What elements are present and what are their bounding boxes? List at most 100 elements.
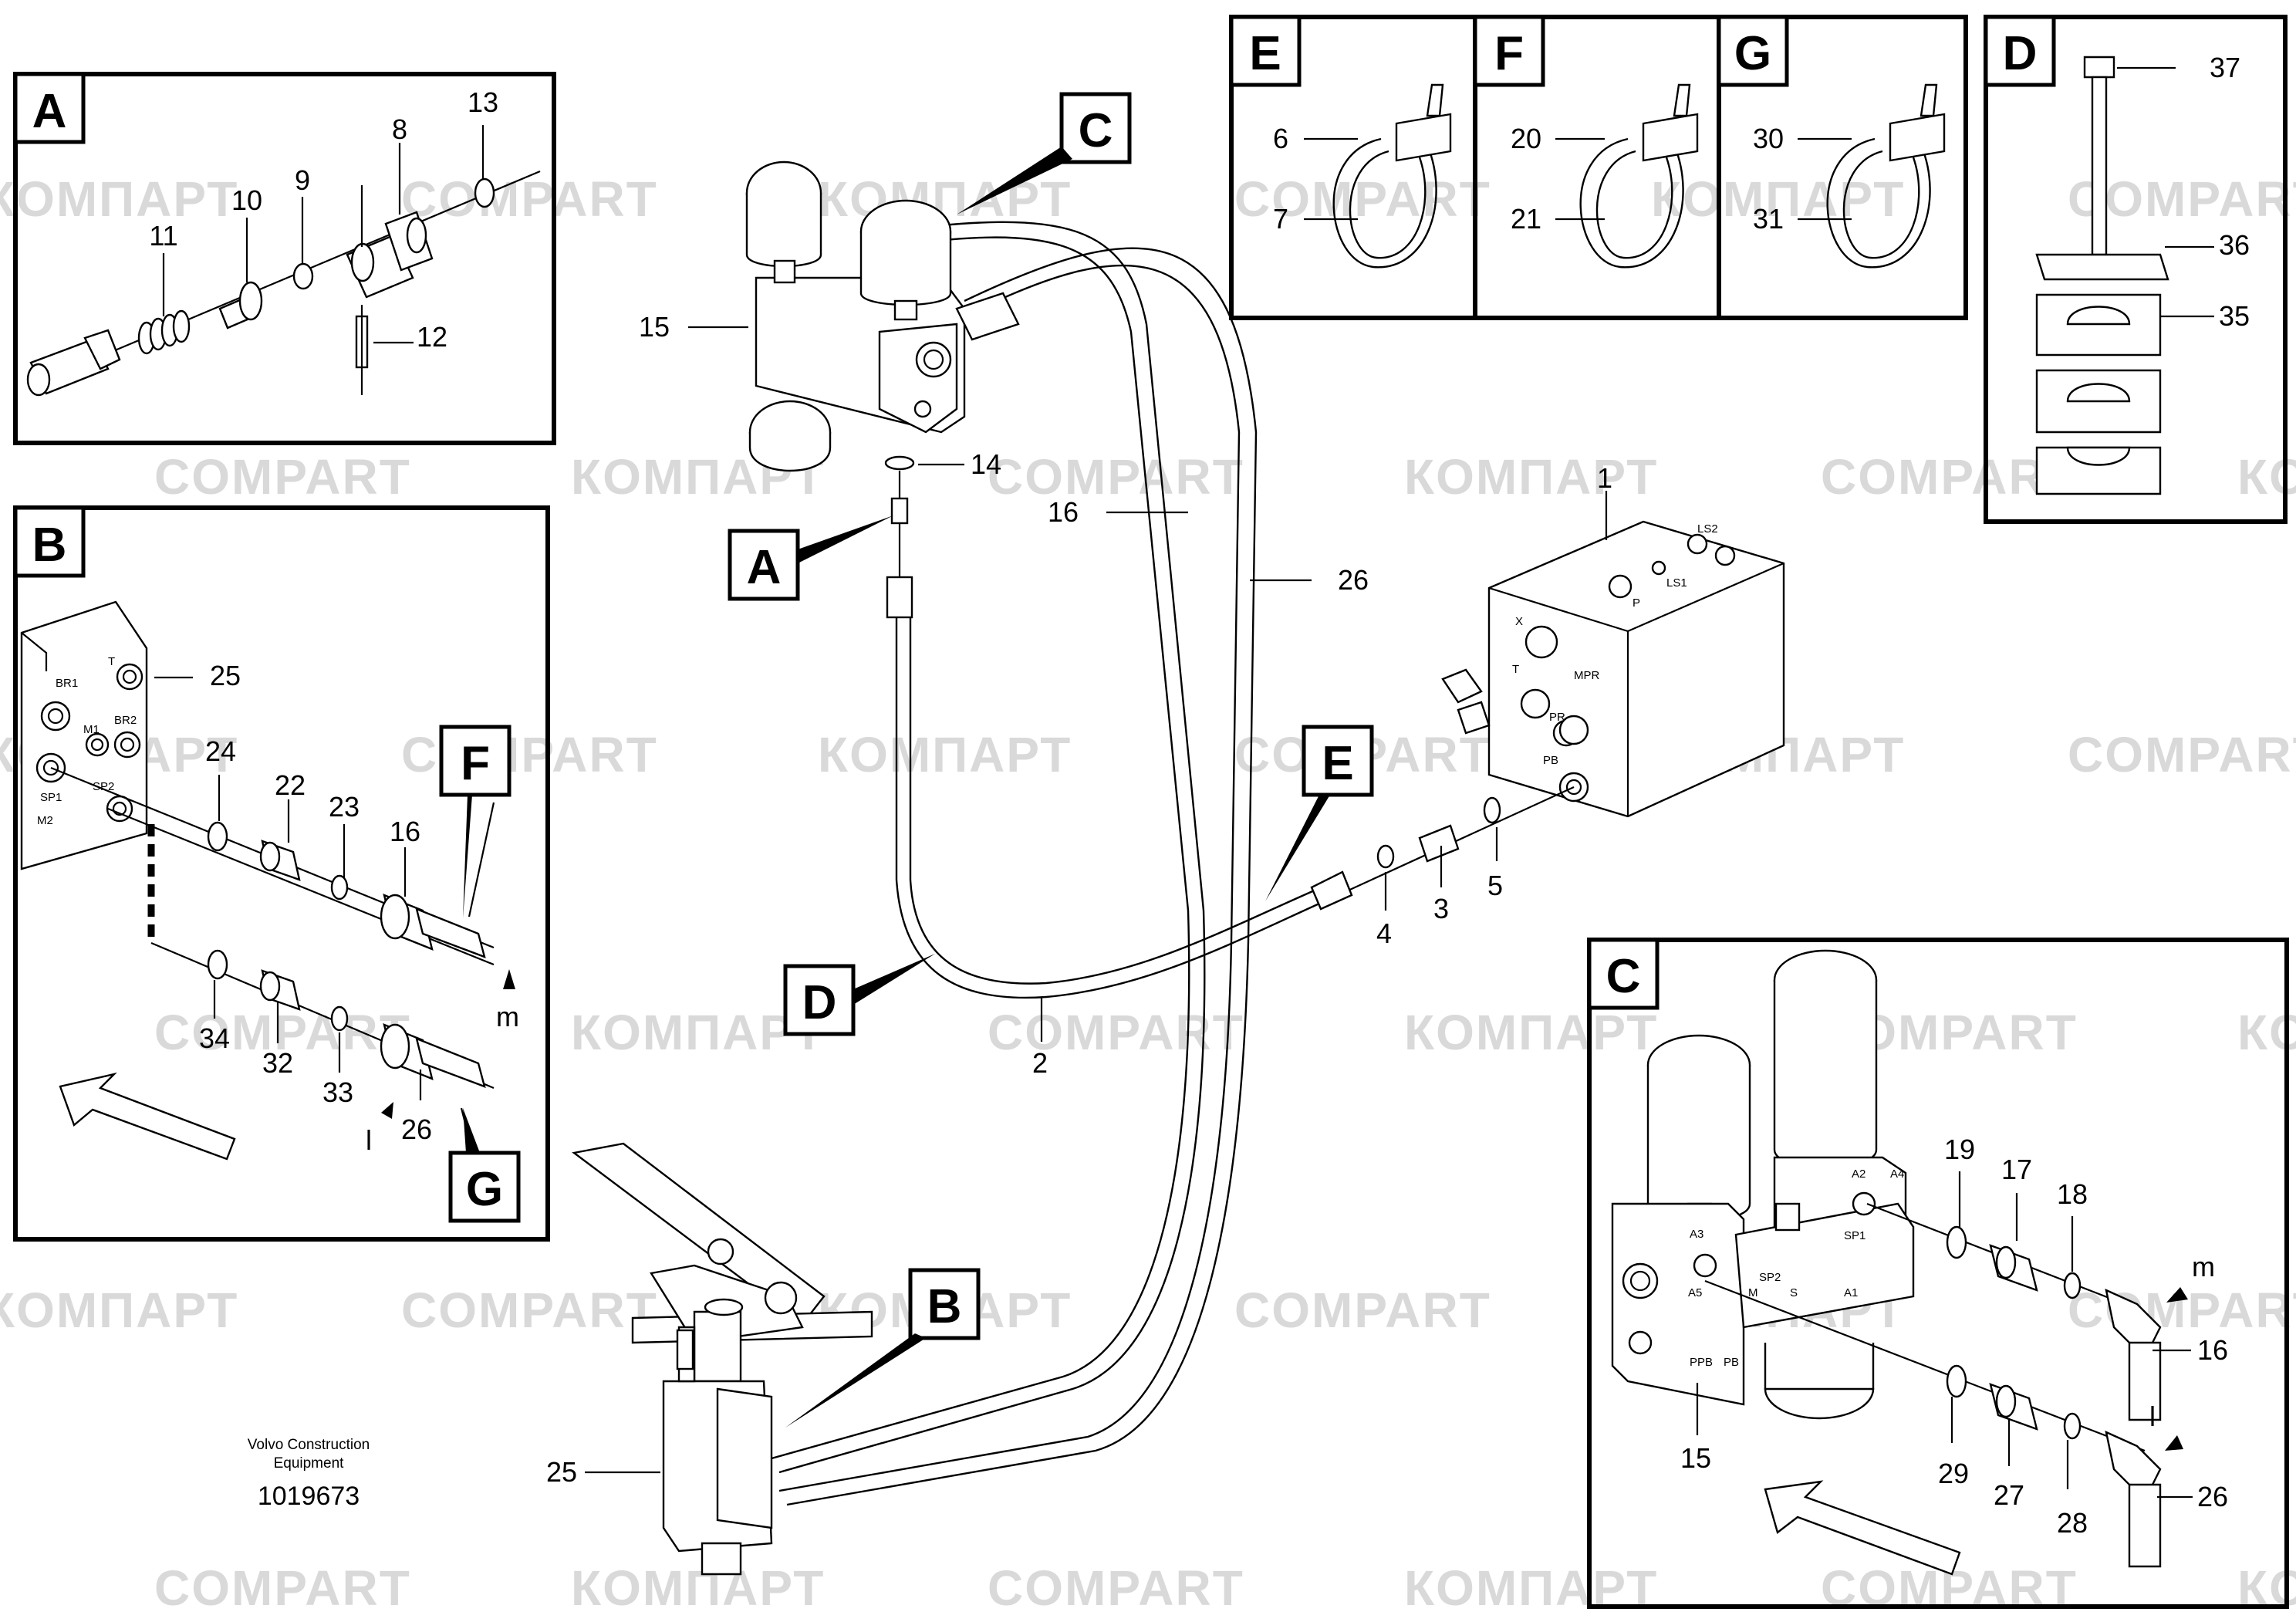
- cable-tie-e: [1304, 83, 1452, 269]
- main-callouts: 15 14 16 26 1 3 4 5 2 25: [546, 311, 1612, 1488]
- callout-26: 26: [401, 1113, 432, 1145]
- watermark-text: COMPART: [988, 1560, 1244, 1616]
- svg-text:M1: M1: [83, 723, 100, 736]
- watermark-text: КОМПАРТ: [1404, 449, 1658, 505]
- callout-16-c: 16: [2197, 1334, 2228, 1366]
- svg-text:PB: PB: [1724, 1356, 1739, 1369]
- hose-16: [771, 221, 1206, 1474]
- callout-36: 36: [2219, 229, 2250, 261]
- detail-box-b: B BR1 T M1 BR2 SP1 SP2 M2: [13, 505, 550, 1242]
- callout-4: 4: [1376, 917, 1392, 949]
- callout-14: 14: [971, 448, 1001, 480]
- callout-35: 35: [2219, 300, 2250, 332]
- credit-block: Volvo Construction Equipment 1019673: [248, 1437, 370, 1511]
- detail-c-block: A2 A4 SP1 A3 A5 SP2 M S A1 PPB PB: [1611, 949, 1915, 1420]
- hose-2: [895, 617, 1335, 999]
- callout-15-c: 15: [1680, 1442, 1711, 1474]
- svg-text:LS1: LS1: [1666, 576, 1687, 590]
- pointer-e-label: E: [1322, 737, 1353, 790]
- svg-text:SP1: SP1: [1844, 1229, 1866, 1242]
- watermark-text: COMPART: [2068, 727, 2296, 782]
- watermark-text: COMPART: [988, 1005, 1244, 1060]
- accumulator-block: [745, 161, 1020, 619]
- callout-9: 9: [295, 164, 310, 196]
- callout-16-main: 16: [1048, 496, 1079, 528]
- svg-text:SP2: SP2: [93, 780, 114, 793]
- watermark-text: COMPART: [154, 1560, 411, 1616]
- flag-l: l: [366, 1124, 372, 1156]
- callout-5: 5: [1487, 870, 1503, 901]
- svg-text:A4: A4: [1890, 1168, 1904, 1181]
- detail-box-f: F 20 21: [1473, 15, 1721, 320]
- callout-13: 13: [468, 86, 498, 118]
- pointer-g-label: G: [466, 1163, 503, 1216]
- svg-text:A3: A3: [1690, 1228, 1703, 1241]
- watermark-text: КОМПАРТ: [1651, 171, 1905, 227]
- valve-fittings: [1310, 786, 1575, 911]
- callout-17: 17: [2001, 1154, 2032, 1185]
- svg-text:BR2: BR2: [114, 714, 137, 727]
- callout-12: 12: [417, 321, 447, 353]
- callout-10: 10: [231, 184, 262, 216]
- flag-l-c: l: [2149, 1401, 2156, 1432]
- watermark-text: COMPART: [401, 171, 658, 227]
- svg-text:PB: PB: [1543, 754, 1558, 767]
- callout-6: 6: [1273, 123, 1288, 154]
- flag-m-c: m: [2192, 1251, 2215, 1282]
- detail-e-letter: E: [1249, 27, 1281, 80]
- detail-d-letter: D: [2003, 27, 2038, 80]
- detail-g-letter: G: [1734, 27, 1771, 80]
- callout-30: 30: [1753, 123, 1784, 154]
- hose-26: [778, 247, 1258, 1506]
- callout-16: 16: [390, 816, 420, 847]
- svg-text:MPR: MPR: [1574, 669, 1600, 682]
- detail-c-fittings: [1704, 1202, 2188, 1576]
- detail-b-callouts: 25 24 22 23 16 34 32 33 26 m l: [154, 660, 519, 1156]
- callout-24: 24: [205, 735, 236, 767]
- main-valve: X P T MPR PR PB LS1 LS2: [1441, 520, 1785, 818]
- callout-34: 34: [199, 1022, 230, 1054]
- callout-32: 32: [262, 1047, 293, 1079]
- detail-f-letter: F: [1494, 27, 1524, 80]
- pointer-f-label: F: [461, 737, 490, 790]
- svg-text:LS2: LS2: [1697, 522, 1718, 536]
- callout-18: 18: [2057, 1178, 2088, 1210]
- detail-a-callouts: 13 8 9 10 11 12: [149, 86, 498, 353]
- credit-line-2: Equipment: [274, 1455, 345, 1472]
- pointer-d-label: D: [802, 976, 837, 1029]
- watermark-text: КОМПАРТ: [0, 171, 238, 227]
- flag-m: m: [496, 1001, 519, 1032]
- watermark-text: COMPART: [1234, 171, 1491, 227]
- svg-text:M2: M2: [37, 814, 53, 827]
- watermark-text: КОМПАРТ: [0, 1282, 238, 1338]
- svg-text:SP2: SP2: [1759, 1271, 1781, 1284]
- callout-29: 29: [1938, 1458, 1969, 1489]
- watermark-text: COMPART: [1234, 1282, 1491, 1338]
- callout-25: 25: [210, 660, 241, 691]
- callout-19: 19: [1944, 1134, 1975, 1165]
- main-assembly: X P T MPR PR PB LS1 LS2: [546, 92, 1785, 1576]
- svg-text:X: X: [1515, 615, 1523, 628]
- watermark-text: COMPART: [988, 449, 1244, 505]
- detail-c-callouts: 19 17 18 m 16 15 l 29 27 28 26: [1680, 1134, 2228, 1539]
- svg-text:M: M: [1748, 1286, 1758, 1299]
- callout-22: 22: [275, 769, 306, 801]
- watermark-text: COMPART: [401, 1282, 658, 1338]
- callout-1: 1: [1597, 462, 1612, 494]
- credit-line-1: Volvo Construction: [248, 1437, 370, 1453]
- callout-8: 8: [392, 113, 407, 145]
- pointer-c-label: C: [1079, 104, 1113, 157]
- callout-27: 27: [1994, 1479, 2024, 1511]
- pointer-b-label: B: [927, 1280, 962, 1333]
- callout-31: 31: [1753, 203, 1784, 235]
- svg-text:S: S: [1790, 1286, 1798, 1299]
- pointer-a-label: A: [747, 541, 782, 594]
- detail-box-d: D 37 36 35: [1984, 15, 2288, 524]
- callout-3: 3: [1433, 893, 1449, 924]
- cable-tie-g: [1798, 83, 1946, 269]
- detail-box-c: C A2 A4 SP1 A3 A5 SP2 M S A1 P: [1587, 938, 2289, 1609]
- callout-26-c: 26: [2197, 1481, 2228, 1512]
- brake-valve-face: BR1 T M1 BR2 SP1 SP2 M2: [20, 600, 148, 870]
- svg-text:A2: A2: [1852, 1168, 1866, 1181]
